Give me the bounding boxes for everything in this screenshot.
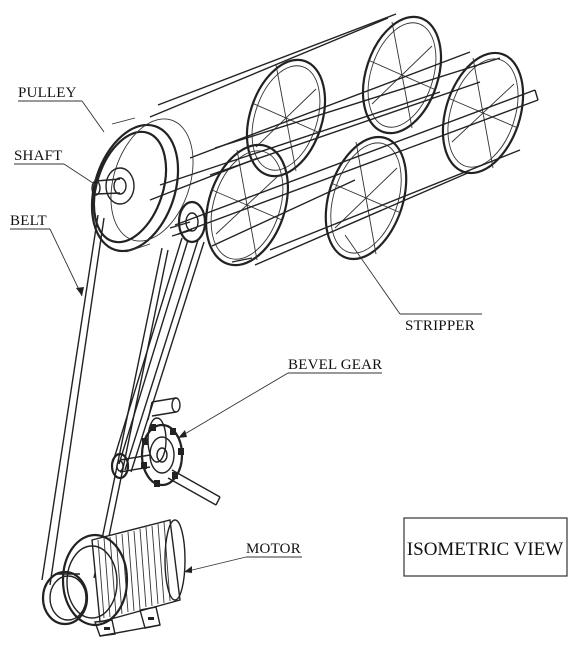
small-pulley [169,200,207,244]
label-motor: MOTOR [183,541,302,573]
view-title-box: ISOMETRIC VIEW [403,517,568,577]
label-motor-text: MOTOR [246,541,301,557]
label-belt-text: BELT [10,213,47,229]
stripper-cage-bars [149,13,521,266]
label-shaft: SHAFT [14,148,97,186]
stripper-wheel-near [204,143,290,267]
motor-base [94,606,161,637]
label-pulley: PULLEY [18,85,105,133]
label-bevel-gear: BEVEL GEAR [177,357,382,439]
stripper-wheel-far-top [361,15,443,135]
motor-fins [91,519,186,623]
label-shaft-text: SHAFT [14,148,63,164]
label-pulley-text: PULLEY [18,85,77,101]
stripper-drum [149,13,539,267]
stripper-wheel-mid-bottom [324,135,408,261]
stripper-shaft [174,89,539,235]
label-bevel-gear-text: BEVEL GEAR [288,357,382,373]
bevel-gear-assembly [110,397,221,506]
label-stripper: STRIPPER [344,234,482,334]
gear-belt [112,237,205,473]
label-stripper-text: STRIPPER [405,318,475,334]
pulley [90,117,194,253]
view-title-text: ISOMETRIC VIEW [407,539,563,560]
pulley-shaft [91,178,121,196]
label-belt: BELT [10,213,84,297]
motor [41,519,186,637]
stripper-wheel-mid-top [245,58,327,178]
motor-pulley [41,570,89,626]
